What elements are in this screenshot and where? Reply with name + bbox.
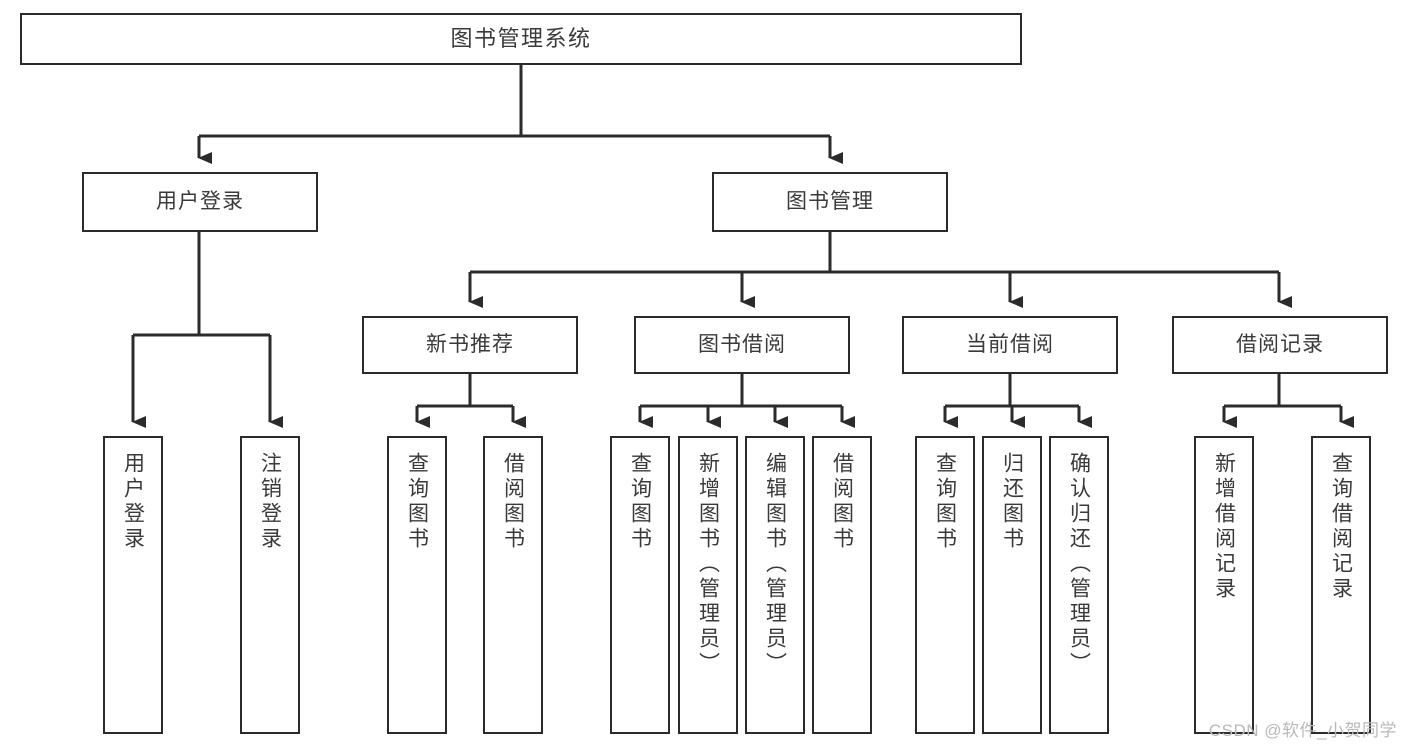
node-user-login[interactable]: 用户登录 xyxy=(82,172,318,232)
node-leaf-add-borrow-record[interactable]: 新增借阅记录 xyxy=(1194,436,1254,734)
node-leaf-logout-login[interactable]: 注销登录 xyxy=(240,436,300,734)
node-leaf-edit-book-admin[interactable]: 编辑图书（管理员） xyxy=(745,436,805,734)
node-root-book-management-system[interactable]: 图书管理系统 xyxy=(20,13,1022,65)
node-label: 借阅记录 xyxy=(1236,333,1324,357)
node-label: 注销登录 xyxy=(258,452,282,552)
node-label: 查询图书 xyxy=(405,452,429,552)
node-label: 图书管理系统 xyxy=(450,25,592,51)
node-label: 编辑图书（管理员） xyxy=(763,452,787,677)
node-leaf-return-book[interactable]: 归还图书 xyxy=(982,436,1042,734)
node-book-borrow[interactable]: 图书借阅 xyxy=(634,316,850,374)
node-leaf-add-book-admin[interactable]: 新增图书（管理员） xyxy=(678,436,738,734)
node-current-borrow[interactable]: 当前借阅 xyxy=(902,316,1118,374)
watermark: CSDN @软件_小贺同学 xyxy=(1208,721,1397,740)
node-book-management[interactable]: 图书管理 xyxy=(712,172,948,232)
node-label: 新增图书（管理员） xyxy=(696,452,720,677)
node-label: 借阅图书 xyxy=(830,452,854,552)
node-leaf-confirm-return-admin[interactable]: 确认归还（管理员） xyxy=(1049,436,1109,734)
node-label: 用户登录 xyxy=(156,190,244,214)
node-leaf-query-book-2[interactable]: 查询图书 xyxy=(610,436,670,734)
node-label: 图书管理 xyxy=(786,190,874,214)
node-leaf-query-book-1[interactable]: 查询图书 xyxy=(387,436,447,734)
node-label: 借阅图书 xyxy=(501,452,525,552)
node-leaf-borrow-book-1[interactable]: 借阅图书 xyxy=(483,436,543,734)
node-leaf-query-borrow-record[interactable]: 查询借阅记录 xyxy=(1311,436,1371,734)
node-label: 确认归还（管理员） xyxy=(1067,452,1091,677)
node-new-book-recommend[interactable]: 新书推荐 xyxy=(362,316,578,374)
node-label: 新增借阅记录 xyxy=(1212,452,1236,602)
node-label: 查询图书 xyxy=(628,452,652,552)
node-borrow-record[interactable]: 借阅记录 xyxy=(1172,316,1388,374)
node-label: 当前借阅 xyxy=(966,333,1054,357)
node-label: 归还图书 xyxy=(1000,452,1024,552)
node-label: 用户登录 xyxy=(121,452,145,552)
node-label: 查询图书 xyxy=(933,452,957,552)
node-leaf-user-login[interactable]: 用户登录 xyxy=(103,436,163,734)
node-label: 查询借阅记录 xyxy=(1329,452,1353,602)
node-leaf-query-book-3[interactable]: 查询图书 xyxy=(915,436,975,734)
node-label: 新书推荐 xyxy=(426,333,514,357)
node-leaf-borrow-book-2[interactable]: 借阅图书 xyxy=(812,436,872,734)
node-label: 图书借阅 xyxy=(698,333,786,357)
